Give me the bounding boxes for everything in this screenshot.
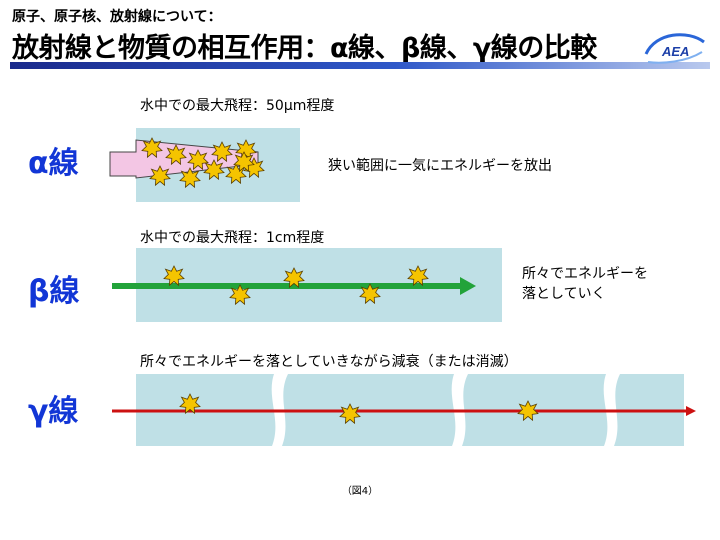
beta-range-text: 水中での最大飛程：1cm程度: [140, 230, 325, 246]
logo-text: AEA: [661, 44, 689, 59]
alpha-description: 狭い範囲に一気にエネルギーを放出: [328, 158, 552, 174]
alpha-range-text: 水中での最大飛程：50μm程度: [140, 98, 335, 114]
beta-description-line: 落としていく: [522, 286, 606, 302]
aea-logo: AEA: [644, 33, 705, 64]
title-underline-bar: [10, 62, 710, 69]
arrowhead-icon: [686, 406, 696, 416]
alpha-ray-label: α線: [28, 146, 79, 181]
beta-description-line: 所々でエネルギーを: [522, 266, 648, 282]
page-title: 放射線と物質の相互作用：α線、β線、γ線の比較: [12, 33, 597, 64]
page-subtitle: 原子、原子核、放射線について：: [12, 9, 222, 25]
arrowhead-icon: [460, 277, 476, 295]
gamma-description: 所々でエネルギーを落としていきながら減衰（または消滅）: [140, 354, 518, 370]
gamma-water-medium: [136, 374, 684, 446]
beta-ray-label: β線: [28, 274, 80, 309]
beta-description: 所々でエネルギーを 落としていく: [522, 264, 648, 304]
figure-caption: （図4）: [341, 486, 379, 497]
gamma-ray-label: γ線: [28, 394, 79, 429]
